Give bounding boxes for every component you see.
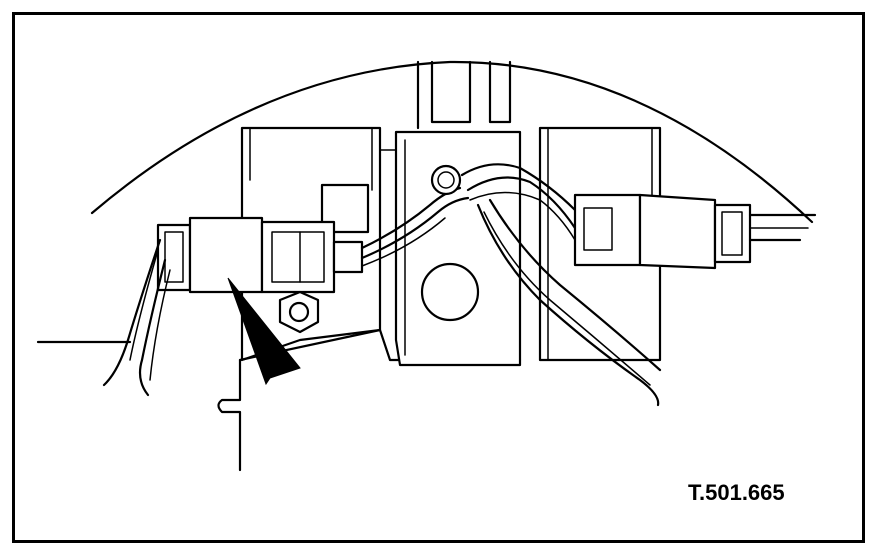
left-wire-bundle [36,238,171,397]
center-wire-run [360,163,662,407]
connector-housing-a [188,216,264,294]
grommet [430,164,462,196]
housing-arc [90,60,814,224]
connector-housing-b [260,220,336,294]
right-connector [573,193,817,270]
center-block [394,130,522,367]
figure-reference-code: T.501.665 [688,480,785,505]
hex-nut [278,290,320,334]
connector-housing-d [638,193,717,270]
pointer-arrow [227,277,301,386]
figure-frame [12,12,865,543]
left-connector [156,216,364,294]
mounting-hole [420,262,480,322]
rear-posts [416,60,512,130]
